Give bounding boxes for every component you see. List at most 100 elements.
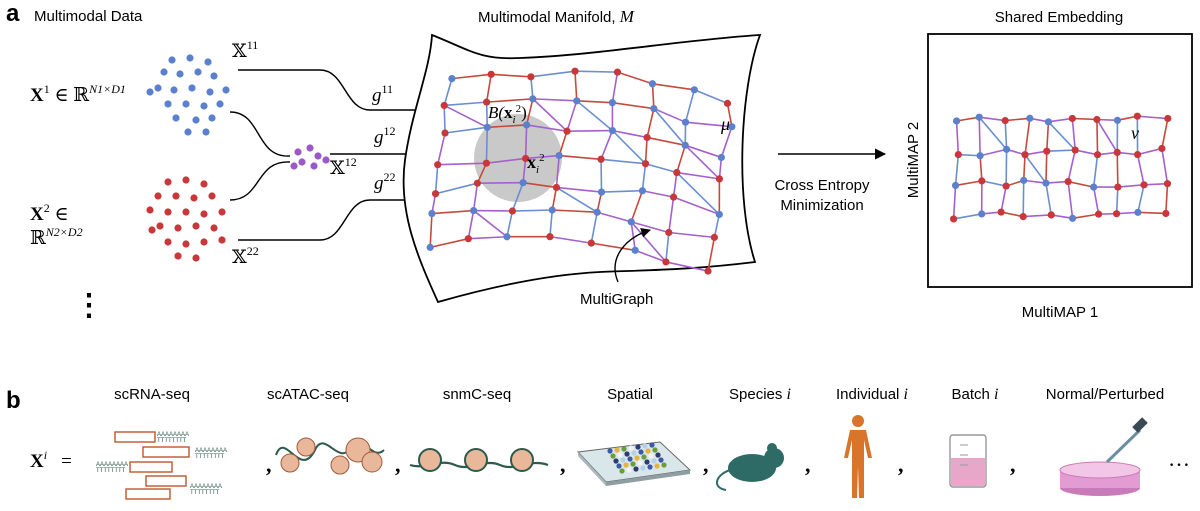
data-point <box>294 148 302 156</box>
graph-edge <box>1075 149 1098 156</box>
graph-node <box>1114 183 1122 191</box>
data-point <box>200 102 208 110</box>
data-point <box>200 210 208 218</box>
graph-node <box>950 215 958 223</box>
graph-edge <box>555 155 560 188</box>
graph-edge <box>558 130 568 156</box>
neighborhood-ball <box>474 114 562 202</box>
graph-edge <box>1096 119 1118 153</box>
graph-node <box>593 208 601 216</box>
more-datasets-ellipsis: ⋮ <box>74 289 104 322</box>
read-tag-3: AAAAAAAA <box>96 462 128 468</box>
graph-edge <box>574 71 578 101</box>
g22-base: g <box>374 173 384 194</box>
graph-edge <box>1024 154 1047 184</box>
graph-edge <box>979 116 1006 122</box>
spatial-spot <box>624 451 630 457</box>
graph-node <box>426 243 434 251</box>
graph-edge <box>590 212 598 244</box>
graph-edge <box>1023 179 1047 184</box>
spatial-slide-icon <box>576 441 692 486</box>
graph-node <box>673 168 681 177</box>
graph-edge <box>1137 211 1166 215</box>
graph-edge <box>435 182 478 195</box>
brace-upper <box>229 111 291 157</box>
graph-edge <box>1072 213 1099 220</box>
graph-node <box>483 98 491 106</box>
graph-edge <box>1004 120 1008 150</box>
data-point <box>218 236 226 244</box>
graph-node <box>690 86 698 94</box>
modality-spatial-text: Spatial <box>607 386 653 403</box>
graph-node <box>448 75 456 83</box>
graph-edge <box>955 180 982 187</box>
graph-edge <box>556 186 598 213</box>
graph-edge <box>978 117 981 156</box>
graph-node <box>546 233 554 241</box>
spatial-spot <box>634 455 640 461</box>
ball-label-sub: i <box>513 114 516 126</box>
ball-label-x: x <box>504 103 513 122</box>
separator-5: , <box>805 452 811 477</box>
modality-scatac-label: scATAC-seq <box>267 386 349 403</box>
graph-edge <box>473 209 508 238</box>
graph-edge <box>617 71 653 85</box>
graph-node <box>597 155 605 163</box>
modality-scrna-text: scRNA-seq <box>114 386 190 403</box>
point-label-x: x <box>527 152 536 172</box>
spatial-spot <box>623 462 629 468</box>
graph-edge <box>630 221 670 234</box>
data-point <box>172 192 180 200</box>
graph-node <box>523 121 531 129</box>
graph-edge <box>506 210 514 237</box>
xi-sup: i <box>44 448 47 462</box>
ball-label-sup: 2 <box>516 103 522 115</box>
graph-edge <box>1024 150 1047 156</box>
data-point <box>192 254 200 262</box>
data-point <box>290 162 298 170</box>
graph-edge <box>476 162 488 184</box>
data-point <box>306 144 314 152</box>
graph-edge <box>601 189 643 193</box>
panel-b-letter: b <box>6 387 21 414</box>
x2-label: X2 ∈ <box>30 201 69 225</box>
graph-edge <box>559 154 602 161</box>
graph-edge <box>1117 184 1145 188</box>
multigraph <box>426 67 736 275</box>
graph-node <box>1064 177 1072 186</box>
graph-edge <box>429 237 469 249</box>
graph-node <box>631 246 639 254</box>
graph-edge <box>1116 152 1119 188</box>
embedding-xlabel: MultiMAP 1 <box>1022 304 1098 321</box>
g12-label: g12 <box>374 124 396 148</box>
graph-edge <box>600 130 614 160</box>
graph-edge <box>1161 148 1169 184</box>
graph-edge <box>611 71 619 103</box>
spatial-spot <box>645 448 651 454</box>
data-point <box>146 206 154 214</box>
brace-lower <box>229 161 291 201</box>
graph-node <box>1001 116 1009 125</box>
graph-node <box>643 133 651 142</box>
graph-edge <box>956 116 980 122</box>
g22-sup: 22 <box>384 170 396 184</box>
trailing-ellipsis: … <box>1168 446 1190 471</box>
data-point <box>146 88 154 96</box>
graph-node <box>1002 145 1011 153</box>
graph-edge <box>1045 151 1048 184</box>
cross-entropy-line2: Minimization <box>780 197 863 214</box>
data-point <box>186 54 194 62</box>
embedding-title: Shared Embedding <box>995 9 1123 26</box>
graph-edge <box>591 242 636 252</box>
set-x22-label: 𝕏22 <box>232 244 259 268</box>
x2-label-space: ℝN2×D2 <box>30 225 83 249</box>
cross-entropy-line1: Cross Entropy <box>774 177 870 194</box>
modality-species-text: Species <box>729 386 787 403</box>
data-point <box>172 114 180 122</box>
graph-edge <box>652 82 695 91</box>
ball-label: B(xi2) <box>488 103 527 126</box>
graph-node <box>473 179 482 187</box>
xi-base: X <box>30 451 44 472</box>
graph-node <box>508 207 517 215</box>
graph-edge <box>552 209 598 214</box>
